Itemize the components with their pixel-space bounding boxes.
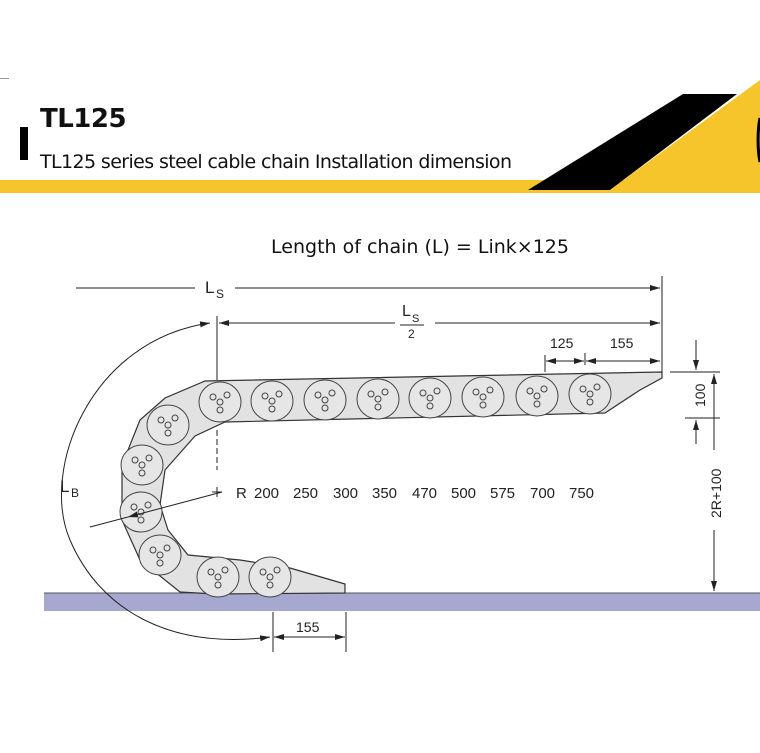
link-hole <box>533 392 541 400</box>
chain-link <box>138 534 182 576</box>
page-title: TL125 <box>40 104 127 134</box>
chain-link <box>146 404 190 446</box>
chain-link <box>568 373 612 415</box>
link-hole <box>321 396 329 404</box>
radius-value: 200 <box>254 485 279 502</box>
chain-link <box>356 378 400 420</box>
radius-value: 500 <box>451 485 476 502</box>
header-banner <box>0 80 760 193</box>
link-hole <box>144 501 152 509</box>
link-hole <box>586 398 594 406</box>
dim-pitch: 125 <box>550 335 574 351</box>
link-hole <box>593 383 601 391</box>
radius-label: R <box>236 485 247 502</box>
link-hole <box>472 388 480 396</box>
ground-surface <box>44 593 760 611</box>
radius-value: 750 <box>569 485 594 502</box>
link-hole <box>149 546 157 554</box>
link-hole <box>156 551 164 559</box>
dim-end-top: 155 <box>610 335 634 351</box>
link-hole <box>163 544 171 552</box>
radius-value: 700 <box>530 485 555 502</box>
chain-link <box>408 377 452 419</box>
link-hole <box>579 385 587 393</box>
link-hole <box>156 559 164 567</box>
link-hole <box>171 414 179 422</box>
link-hole <box>138 469 146 477</box>
link-hole <box>137 516 145 524</box>
lb-subscript: B <box>71 486 79 500</box>
link-hole <box>321 404 329 412</box>
link-hole <box>486 386 494 394</box>
link-hole <box>586 390 594 398</box>
title-accent-bar <box>20 127 28 160</box>
link-hole <box>540 385 548 393</box>
page-subtitle: TL125 series steel cable chain Installat… <box>40 151 512 173</box>
radius-value: 300 <box>333 485 358 502</box>
link-hole <box>275 390 283 398</box>
chain-link <box>119 491 163 533</box>
link-hole <box>164 429 172 437</box>
chain-length-formula: Length of chain (L) = Link×125 <box>271 236 569 258</box>
header-corner-line <box>0 78 9 79</box>
link-hole <box>381 388 389 396</box>
ls-half-subscript: S <box>412 313 419 325</box>
link-hole <box>374 395 382 403</box>
link-hole <box>328 389 336 397</box>
radius-values: 200 250 300 350 470 500 575 700 750 <box>254 485 594 502</box>
radius-value: 470 <box>412 485 437 502</box>
radius-value: 350 <box>372 485 397 502</box>
chain-link <box>196 556 240 598</box>
link-hole <box>526 387 534 395</box>
chain-link <box>120 444 164 486</box>
link-hole <box>131 456 139 464</box>
black-stripe <box>528 94 737 190</box>
dim-end-bottom: 155 <box>296 619 320 635</box>
radius-value: 250 <box>293 485 318 502</box>
link-hole <box>314 391 322 399</box>
link-hole <box>130 503 138 511</box>
ls-subscript: S <box>216 287 224 301</box>
link-hole <box>374 403 382 411</box>
link-hole <box>367 390 375 398</box>
link-hole <box>419 389 427 397</box>
chain-link <box>198 381 242 423</box>
link-hole <box>533 400 541 408</box>
chain-link <box>248 556 292 598</box>
radius-value: 575 <box>490 485 515 502</box>
logo-fragment <box>756 117 760 163</box>
dim-height: 100 <box>692 383 708 407</box>
lb-label: L <box>60 477 69 496</box>
chain-link <box>303 379 347 421</box>
link-hole <box>426 394 434 402</box>
dim-total-height: 2R+100 <box>708 468 724 518</box>
link-hole <box>138 461 146 469</box>
link-hole <box>273 566 281 574</box>
link-hole <box>426 402 434 410</box>
link-hole <box>157 416 165 424</box>
link-hole <box>479 401 487 409</box>
chain-link <box>250 380 294 422</box>
link-hole <box>479 393 487 401</box>
link-hole <box>433 387 441 395</box>
ls-half-denominator: 2 <box>408 327 415 341</box>
chain-link <box>461 376 505 418</box>
link-hole <box>145 454 153 462</box>
yellow-triangle <box>610 80 760 190</box>
ls-half-label: L <box>402 303 411 320</box>
chain-link <box>515 375 559 417</box>
link-hole <box>164 421 172 429</box>
ls-label: L <box>205 278 214 297</box>
